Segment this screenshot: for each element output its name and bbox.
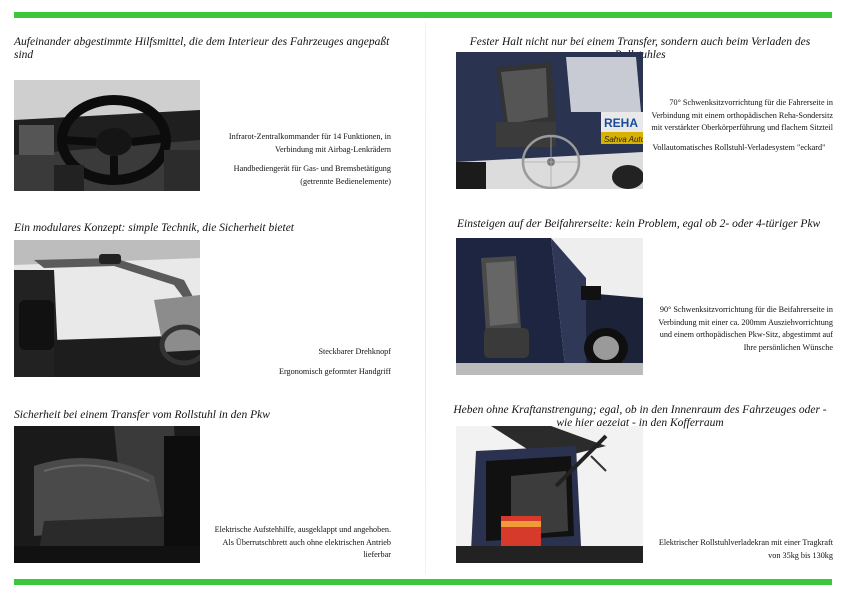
top-green-bar [14,12,832,18]
section-1-heading: Aufeinander abgestimmte Hilfsmittel, die… [14,36,390,61]
section-3-captions: Elektrische Aufstehhilfe, ausgeklappt un… [205,524,391,569]
page-fold [425,22,426,574]
reha-sign: REHA [604,116,638,130]
section-5-caption-1: 90° Schwenksitzvorrichtung für die Beifa… [658,305,833,352]
section-1-captions: Infrarot-Zentralkommander für 14 Funktio… [205,131,391,195]
sahva-sign: Sahva Auto [604,135,643,144]
section-2-captions: Steckbarer Drehknopf Ergonomisch geformt… [205,346,391,385]
section-6-caption-1: Elektrischer Rollstuhlverladekran mit ei… [658,538,833,560]
section-6-captions: Elektrischer Rollstuhlverladekran mit ei… [645,537,833,569]
section-4-captions: 70° Schwenksitzvorrichtung für die Fahre… [645,97,833,161]
section-4-caption-1: 70° Schwenksitzvorrichtung für die Fahre… [651,98,833,132]
transfer-seat-photo [14,426,200,563]
section-1-caption-1: Infrarot-Zentralkommander für 14 Funktio… [228,132,391,154]
section-5-heading: Einsteigen auf der Beifahrerseite: kein … [457,218,821,230]
section-3-caption-1: Elektrische Aufstehhilfe, ausgeklappt un… [214,525,391,559]
steering-wheel-photo [14,80,200,191]
section-5-captions: 90° Schwenksitzvorrichtung für die Beifa… [645,304,833,361]
driver-seat-wheelchair-photo: REHA Sahva Auto [456,52,643,189]
section-2-heading: Ein modulares Konzept: simple Technik, d… [14,222,295,234]
trunk-crane-photo [456,426,643,563]
section-2-caption-2: Ergonomisch geformter Handgriff [278,366,391,376]
section-2-caption-1: Steckbarer Drehknopf [318,347,391,356]
grab-handle-photo [14,240,200,377]
section-4-caption-2: Vollautomatisches Rollstuhl-Verladesyste… [652,142,826,152]
passenger-seat-photo [456,238,643,375]
section-1-caption-2: Handbediengerät für Gas- und Bremsbetäti… [233,164,391,186]
bottom-green-bar [14,579,832,585]
section-3-heading: Sicherheit bei einem Transfer vom Rollst… [14,409,270,421]
